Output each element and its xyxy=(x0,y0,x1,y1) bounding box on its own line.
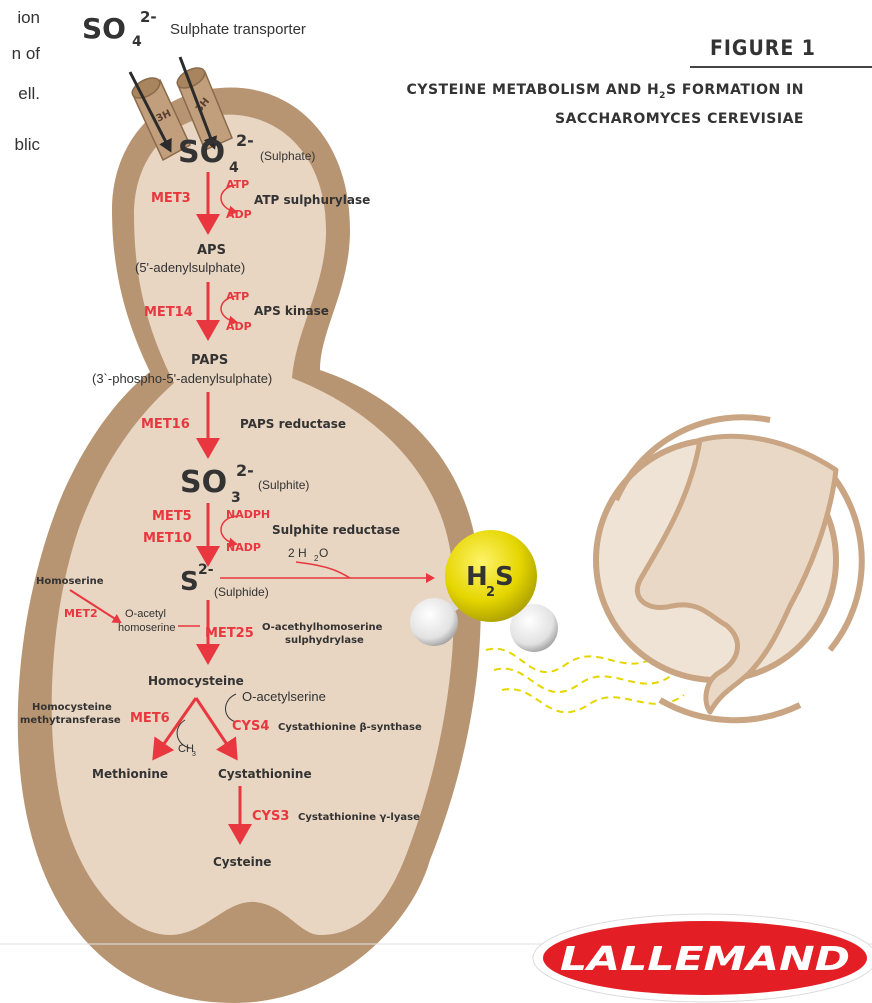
gene-met16: MET16 xyxy=(141,417,190,432)
svg-text:O-acethylhomoserine: O-acethylhomoserine xyxy=(262,622,383,633)
svg-text:2-: 2- xyxy=(140,8,157,26)
enzyme-sulphite-reductase: Sulphite reductase xyxy=(272,523,400,537)
gene-cys3: CYS3 xyxy=(252,809,289,824)
svg-text:O: O xyxy=(319,546,328,560)
svg-text:Homocysteine: Homocysteine xyxy=(32,702,112,713)
gene-cys4: CYS4 xyxy=(232,719,269,734)
svg-text:homoserine: homoserine xyxy=(118,622,175,634)
svg-text:LALLEMAND: LALLEMAND xyxy=(560,939,850,978)
svg-text:2 H: 2 H xyxy=(288,546,307,560)
node-paps-full: (3`-phospho-5'-adenylsulphate) xyxy=(92,371,272,386)
svg-text:2-: 2- xyxy=(236,461,254,480)
svg-text:methytransferase: methytransferase xyxy=(20,715,121,726)
svg-text:O-acetyl: O-acetyl xyxy=(125,608,166,620)
enzyme-atp-sulphurylase: ATP sulphurylase xyxy=(254,193,370,207)
svg-text:NADP: NADP xyxy=(226,541,261,554)
gene-met3: MET3 xyxy=(151,191,191,206)
svg-text:(Sulphite): (Sulphite) xyxy=(258,478,309,492)
svg-text:ADP: ADP xyxy=(226,320,252,333)
svg-text:H: H xyxy=(466,562,488,592)
svg-text:(Sulphate): (Sulphate) xyxy=(260,149,315,163)
gene-met14: MET14 xyxy=(144,305,193,320)
node-aps: APS xyxy=(197,243,226,258)
node-paps: PAPS xyxy=(191,353,228,368)
gene-met5: MET5 xyxy=(152,509,192,524)
nose-icon xyxy=(596,417,862,720)
svg-text:Sulphate transporter: Sulphate transporter xyxy=(170,21,306,38)
enzyme-aps-kinase: APS kinase xyxy=(254,304,329,318)
svg-text:2-: 2- xyxy=(198,562,214,578)
gene-met10: MET10 xyxy=(143,531,192,546)
svg-text:S: S xyxy=(495,562,514,592)
svg-text:2: 2 xyxy=(486,585,495,600)
svg-text:SO: SO xyxy=(178,135,225,170)
svg-text:ATP: ATP xyxy=(226,178,249,191)
enzyme-cgl: Cystathionine γ-lyase xyxy=(298,812,420,823)
sulphate-outside-label: SO 4 2- Sulphate transporter xyxy=(82,8,306,50)
svg-text:4: 4 xyxy=(229,160,239,176)
gene-met25: MET25 xyxy=(205,626,254,641)
svg-text:ATP: ATP xyxy=(226,290,249,303)
svg-text:NADPH: NADPH xyxy=(226,508,270,521)
node-homocysteine: Homocysteine xyxy=(148,674,244,688)
enzyme-cbs: Cystathionine β-synthase xyxy=(278,722,422,733)
node-cysteine: Cysteine xyxy=(213,855,271,869)
gene-met2: MET2 xyxy=(64,607,98,620)
svg-text:ADP: ADP xyxy=(226,208,252,221)
sulphur-atom xyxy=(445,530,537,622)
hydrogen-atom-left xyxy=(410,598,458,646)
lallemand-logo: LALLEMAND xyxy=(533,914,872,1002)
node-methionine: Methionine xyxy=(92,767,168,781)
node-homoserine: Homoserine xyxy=(36,576,104,587)
svg-text:3: 3 xyxy=(231,490,241,506)
svg-text:sulphydrylase: sulphydrylase xyxy=(285,635,364,646)
svg-text:SO: SO xyxy=(180,465,227,500)
node-aps-full: (5'-adenylsulphate) xyxy=(135,260,245,275)
svg-text:3: 3 xyxy=(192,751,196,758)
gene-met6: MET6 xyxy=(130,711,170,726)
svg-text:4: 4 xyxy=(132,34,142,50)
enzyme-paps-reductase: PAPS reductase xyxy=(240,417,346,431)
svg-text:S: S xyxy=(180,567,199,597)
svg-text:2-: 2- xyxy=(236,131,254,150)
svg-text:(Sulphide): (Sulphide) xyxy=(214,585,269,599)
node-cystathionine: Cystathionine xyxy=(218,767,312,781)
svg-text:O-acetylserine: O-acetylserine xyxy=(242,689,326,704)
svg-text:SO: SO xyxy=(82,12,126,45)
